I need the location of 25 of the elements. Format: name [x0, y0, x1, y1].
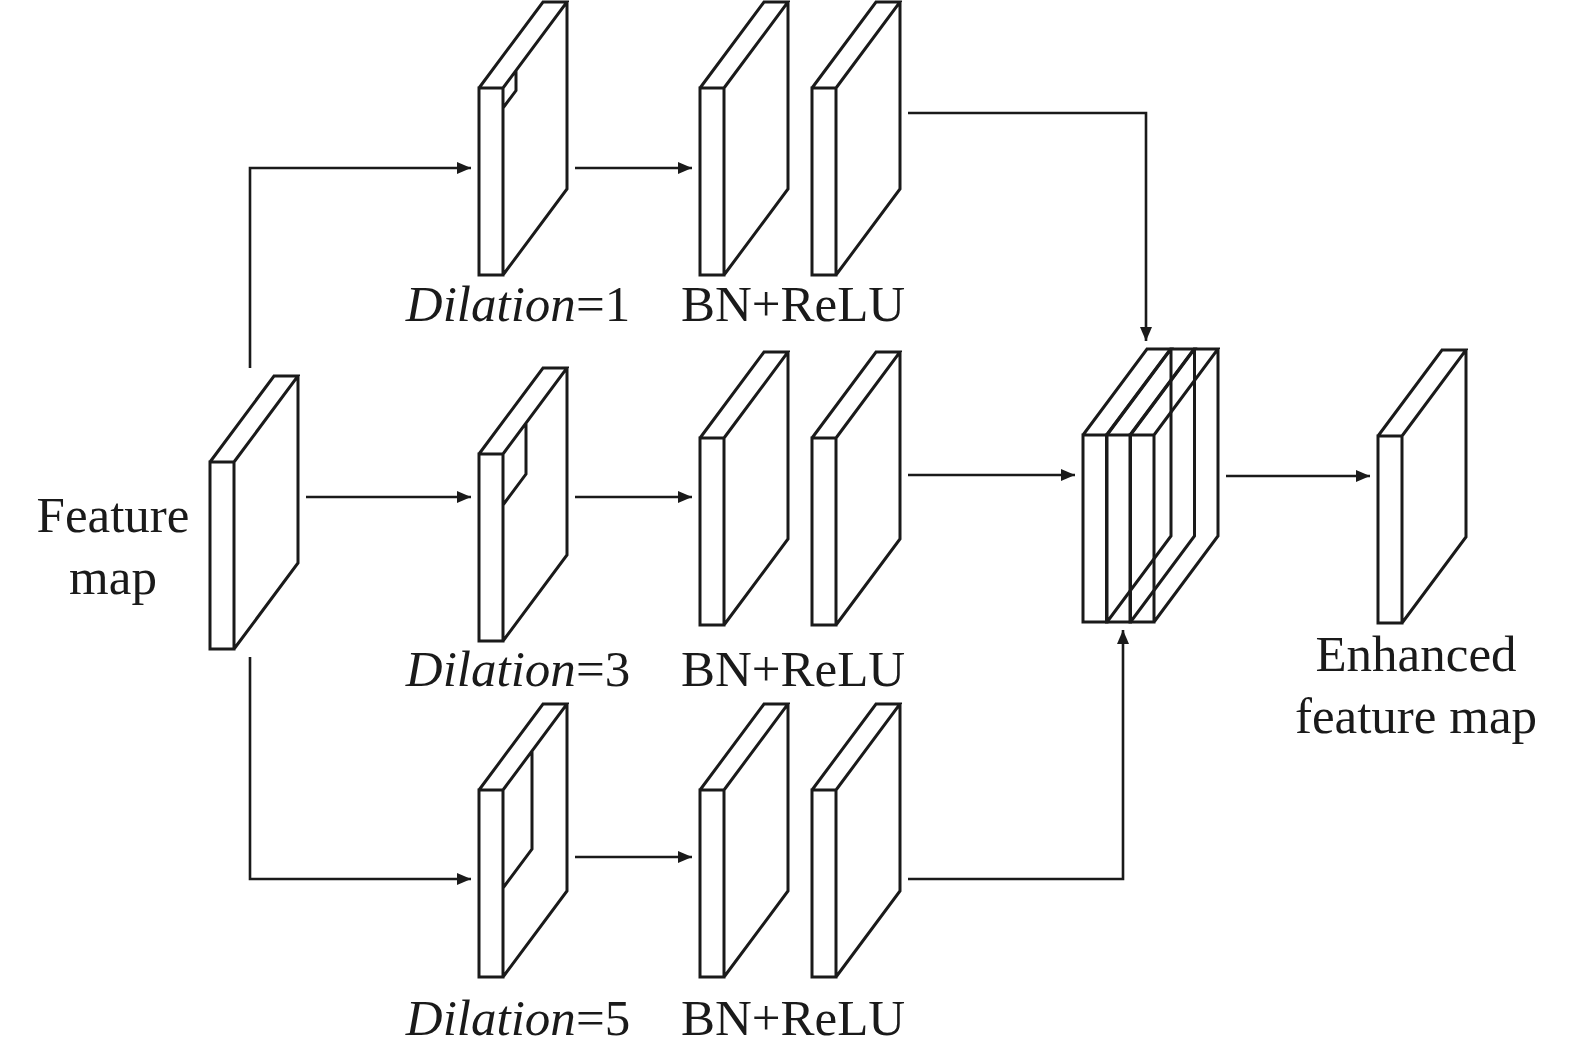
- arrow: [248, 162, 471, 368]
- arrow: [575, 162, 692, 174]
- arrow: [908, 469, 1075, 481]
- arrow: [908, 630, 1129, 881]
- caption-label: Dilation=5: [405, 992, 631, 1044]
- feature-map-slab: [810, 0, 902, 277]
- arrow: [908, 111, 1152, 341]
- feature-map-slab: [810, 702, 902, 979]
- feature-map-slab: [698, 0, 790, 277]
- layer-label: BN+ReLU: [680, 643, 906, 695]
- stacked-feature-maps: [1081, 347, 1220, 624]
- feature-map-slab: [698, 350, 790, 627]
- caption-label: Dilation=3: [405, 643, 631, 695]
- caption-label: Dilation=1: [405, 278, 631, 330]
- layer-label: BN+ReLU: [680, 278, 906, 330]
- arrow: [1226, 470, 1370, 482]
- arrow: [575, 851, 692, 863]
- caption-label: Feature map: [35, 486, 191, 607]
- arrow: [306, 491, 471, 503]
- caption-label: Enhanced feature map: [1293, 625, 1539, 746]
- arrow: [575, 491, 692, 503]
- layer-label: BN+ReLU: [680, 992, 906, 1044]
- feature-map-slab: [810, 350, 902, 627]
- feature-map-slab: [698, 702, 790, 979]
- arrow: [248, 657, 471, 885]
